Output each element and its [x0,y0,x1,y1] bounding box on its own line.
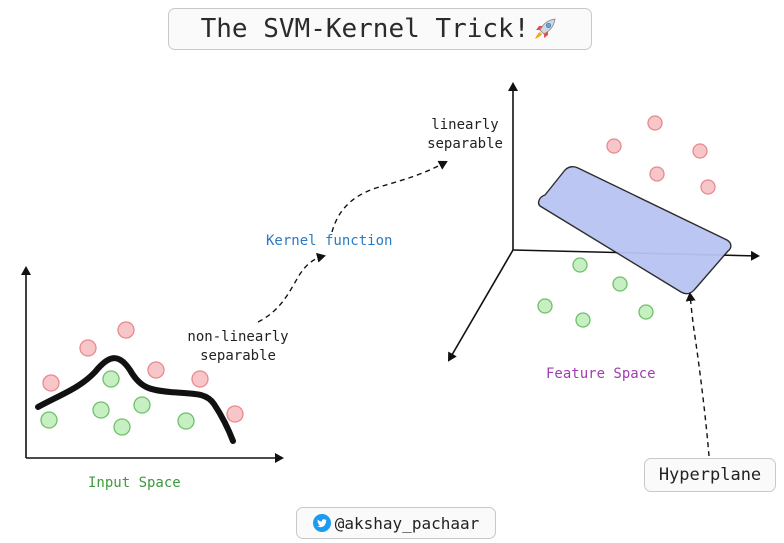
nonlinear-boundary-curve [35,355,236,444]
feature-point-class-b [572,257,588,273]
feature-y-axis [447,249,514,362]
input-point-class-b [40,411,58,429]
non-linearly-line-2: separable [200,348,276,364]
feature-point-class-b [537,298,553,314]
input-point-class-b [133,396,151,414]
input-space-label: Input Space [88,475,181,491]
linearly-line-2: separable [427,136,503,152]
hyperplane-label: Hyperplane [658,465,762,485]
feature-point-class-a [700,179,716,195]
input-point-class-b [102,370,120,388]
rocket-icon [535,18,556,39]
input-point-class-b [177,412,195,430]
feature-point-class-b [638,304,654,320]
feature-point-class-a [606,138,622,154]
dashed-arrow-to-kernel [257,252,326,323]
non-linearly-separable-label: non-linearly separable [176,328,300,366]
input-point-class-a [117,321,135,339]
feature-space-label: Feature Space [546,366,656,382]
feature-space-points-class-b [537,257,654,328]
input-space-points [40,321,244,436]
twitter-bird-icon [312,514,331,532]
input-point-class-a [147,361,165,379]
kernel-function-label: Kernel function [266,233,393,249]
feature-point-class-b [575,312,591,328]
dashed-arrow-to-feature [331,160,448,233]
input-point-class-a [191,370,209,388]
author-handle[interactable]: @akshay_pachaar [334,513,480,533]
author-credit[interactable]: @akshay_pachaar [296,507,496,539]
linearly-line-1: linearly [431,117,499,133]
feature-space-points-class-a [606,115,716,195]
hyperplane-label-box: Hyperplane [644,458,776,492]
feature-point-class-b [612,276,628,292]
input-point-class-b [92,401,110,419]
feature-point-class-a [692,143,708,159]
page-title: The SVM-Kernel Trick! [200,14,530,44]
input-point-class-a [226,405,244,423]
input-space-axes [21,266,284,463]
title-box: The SVM-Kernel Trick! [168,8,592,50]
feature-point-class-a [647,115,663,131]
non-linearly-line-1: non-linearly [187,329,289,345]
input-point-class-a [79,339,97,357]
input-point-class-b [113,418,131,436]
input-point-class-a [42,374,60,392]
dashed-arrow-to-hyperplane [685,292,710,457]
feature-point-class-a [649,166,665,182]
linearly-separable-label: linearly separable [418,116,512,154]
